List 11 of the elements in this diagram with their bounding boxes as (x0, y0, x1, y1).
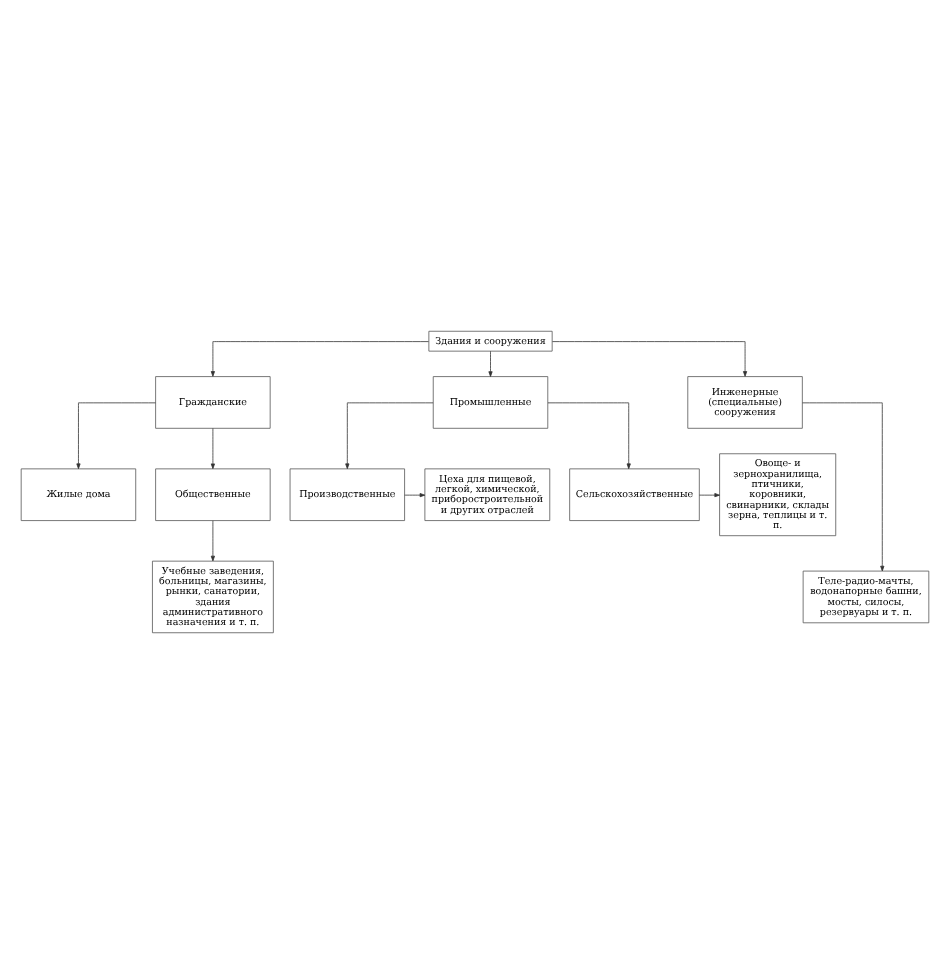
arrow (801, 402, 884, 572)
arrow (487, 350, 492, 377)
arrow (551, 341, 747, 377)
arrow (546, 402, 630, 470)
arrow (209, 341, 428, 377)
arrow (209, 520, 214, 562)
arrow (209, 428, 214, 470)
arrow (698, 493, 719, 498)
arrow (75, 402, 155, 470)
arrow (403, 493, 425, 498)
arrow (344, 402, 433, 470)
